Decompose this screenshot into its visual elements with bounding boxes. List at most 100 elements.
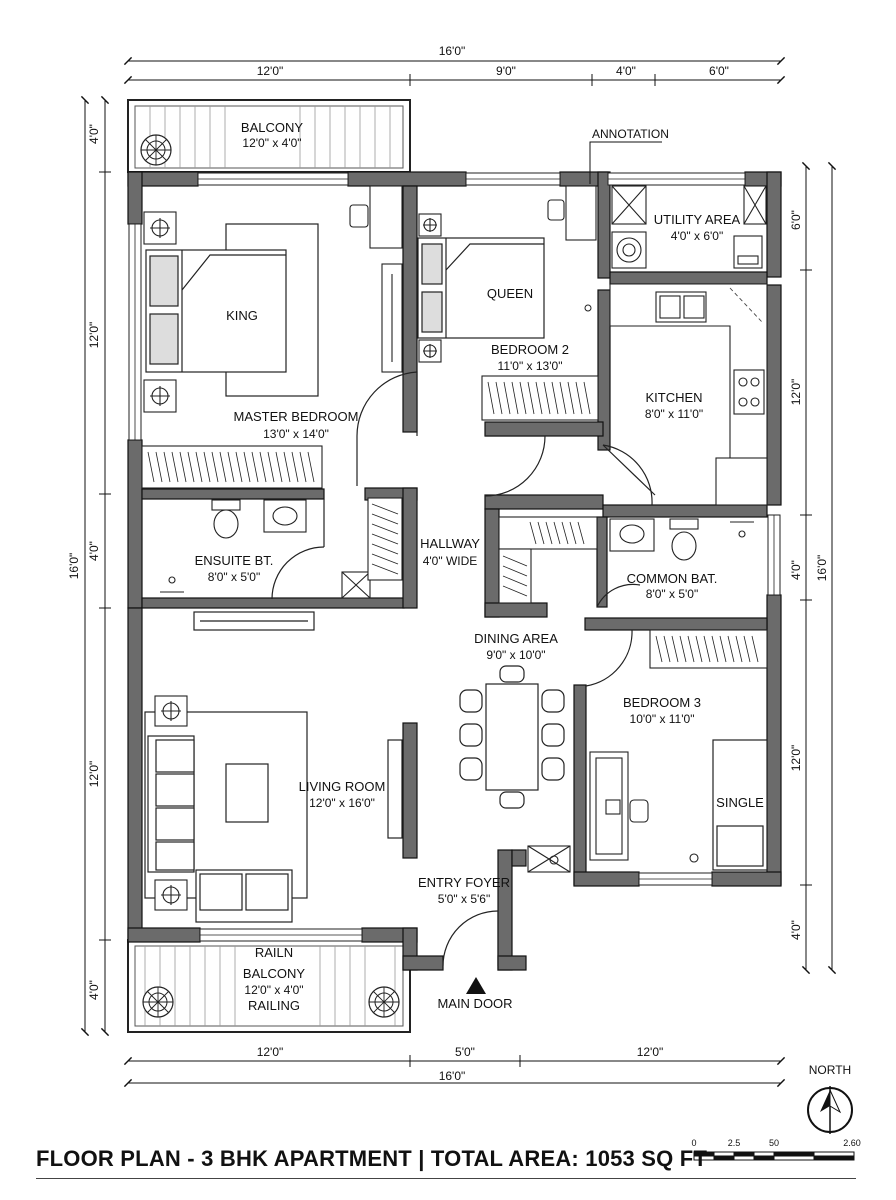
dim-top-seg-3: 4'0" [616,64,636,78]
dim-bottom-total: 16'0" [439,1069,466,1083]
north-label: NORTH [809,1063,851,1077]
side-table [154,695,188,727]
king-bed [145,223,319,397]
dim-right-total: 16'0" [815,555,829,582]
dim-left-seg-5: 4'0" [87,980,101,1000]
bedroom3-fixtures [527,845,699,873]
nightstand [418,213,442,237]
dining-dims: 9'0" x 10'0" [486,648,545,662]
utility-name: UTILITY AREA [654,212,741,227]
bedroom2-dims: 11'0" x 13'0" [498,359,563,373]
balcony-top [127,99,411,173]
master-bedroom-name: MASTER BEDROOM [234,409,359,424]
light-fixture-icon [584,304,592,312]
common-bath-name: COMMON BAT. [627,571,718,586]
dimension-lines [80,56,837,1088]
dim-left-total: 16'0" [67,553,81,580]
living-furniture [144,611,403,923]
hallway-dims: 4'0" WIDE [423,554,478,568]
kitchen-dims: 8'0" x 11'0" [645,407,703,421]
dim-right-seg-1: 6'0" [789,210,803,230]
side-table [154,879,188,911]
ensuite-name: ENSUITE BT. [195,553,274,568]
dim-left-seg-4: 12'0" [87,761,101,788]
common-bath-dims: 8'0" x 5'0" [646,587,698,601]
north-arrow-icon [807,1086,853,1134]
common-bath-fixtures [609,518,754,561]
balcony-bottom-rail-label: RAILN [255,945,293,960]
single-bed [712,739,768,871]
study-desk [547,185,597,241]
wardrobe [649,629,768,669]
dim-bottom-seg-1: 12'0" [257,1045,284,1059]
dim-left-seg-1: 4'0" [87,124,101,144]
balcony-bottom-railing-label: RAILING [248,998,300,1013]
plant-icon [142,986,174,1018]
study-desk [589,751,649,861]
study-desk [349,185,403,249]
balcony-top-dims: 12'0" x 4'0" [242,136,301,150]
balcony-top-name: BALCONY [241,120,303,135]
scale-label-2: 50 [769,1138,779,1148]
bedroom3-name: BEDROOM 3 [623,695,701,710]
walls [127,171,782,971]
queen-bed [417,237,545,339]
wardrobe [481,375,599,421]
master-bedroom-dims: 13'0" x 14'0" [263,427,329,441]
hallway-storage [498,516,598,604]
hall-cabinet [367,497,403,581]
ensuite-fixtures [160,499,371,599]
kitchen-counters [609,283,768,506]
queen-bed-label: QUEEN [487,286,533,301]
plan-title: FLOOR PLAN - 3 BHK APARTMENT | TOTAL ARE… [36,1146,708,1171]
entry-foyer-dims: 5'0" x 5'6" [438,892,490,906]
dim-top-seg-2: 9'0" [496,64,516,78]
dim-left-seg-3: 4'0" [87,541,101,561]
balcony-bottom-name: BALCONY [243,966,305,981]
dining-name: DINING AREA [474,631,558,646]
dim-bottom-seg-2: 5'0" [455,1045,475,1059]
dim-right-seg-2: 12'0" [789,379,803,406]
scale-label-0: 0 [691,1138,696,1148]
kitchen-name: KITCHEN [645,390,702,405]
living-room-dims: 12'0" x 16'0" [309,796,375,810]
dim-right-seg-3: 4'0" [789,560,803,580]
dim-left-seg-2: 12'0" [87,322,101,349]
main-door-label: MAIN DOOR [437,996,512,1011]
balcony-bottom-dims: 12'0" x 4'0" [244,983,303,997]
balcony-bottom [127,939,411,1033]
dim-top-total: 16'0" [439,44,466,58]
nightstand [143,379,177,413]
title-underline [36,1178,856,1179]
hallway-name: HALLWAY [420,536,480,551]
annotation-label: ANNOTATION [592,127,669,141]
living-room-name: LIVING ROOM [299,779,386,794]
plant-icon [140,134,172,166]
scale-label-3: 2.60 [843,1138,861,1148]
bedroom2-name: BEDROOM 2 [491,342,569,357]
utility-dims: 4'0" x 6'0" [671,229,723,243]
dim-right-seg-5: 4'0" [789,920,803,940]
dim-bottom-seg-3: 12'0" [637,1045,664,1059]
dim-right-seg-4: 12'0" [789,745,803,772]
dining-set [459,665,565,809]
king-bed-label: KING [226,308,258,323]
wardrobe-tv-unit [381,263,403,373]
entry-foyer-name: ENTRY FOYER [418,875,510,890]
utility-fixtures [611,185,767,269]
nightstand [418,339,442,363]
annotation-leader [589,141,662,184]
main-door-arrow-icon [466,977,486,994]
doors [271,371,656,967]
dim-top-seg-4: 6'0" [709,64,729,78]
bedroom3-dims: 10'0" x 11'0" [630,712,695,726]
dim-top-seg-1: 12'0" [257,64,284,78]
scale-bar [693,1151,855,1161]
scale-label-1: 2.5 [728,1138,741,1148]
ensuite-dims: 8'0" x 5'0" [208,570,260,584]
wardrobe [141,445,323,489]
nightstand [143,211,177,245]
plant-icon [368,986,400,1018]
single-bed-label: SINGLE [716,795,764,810]
